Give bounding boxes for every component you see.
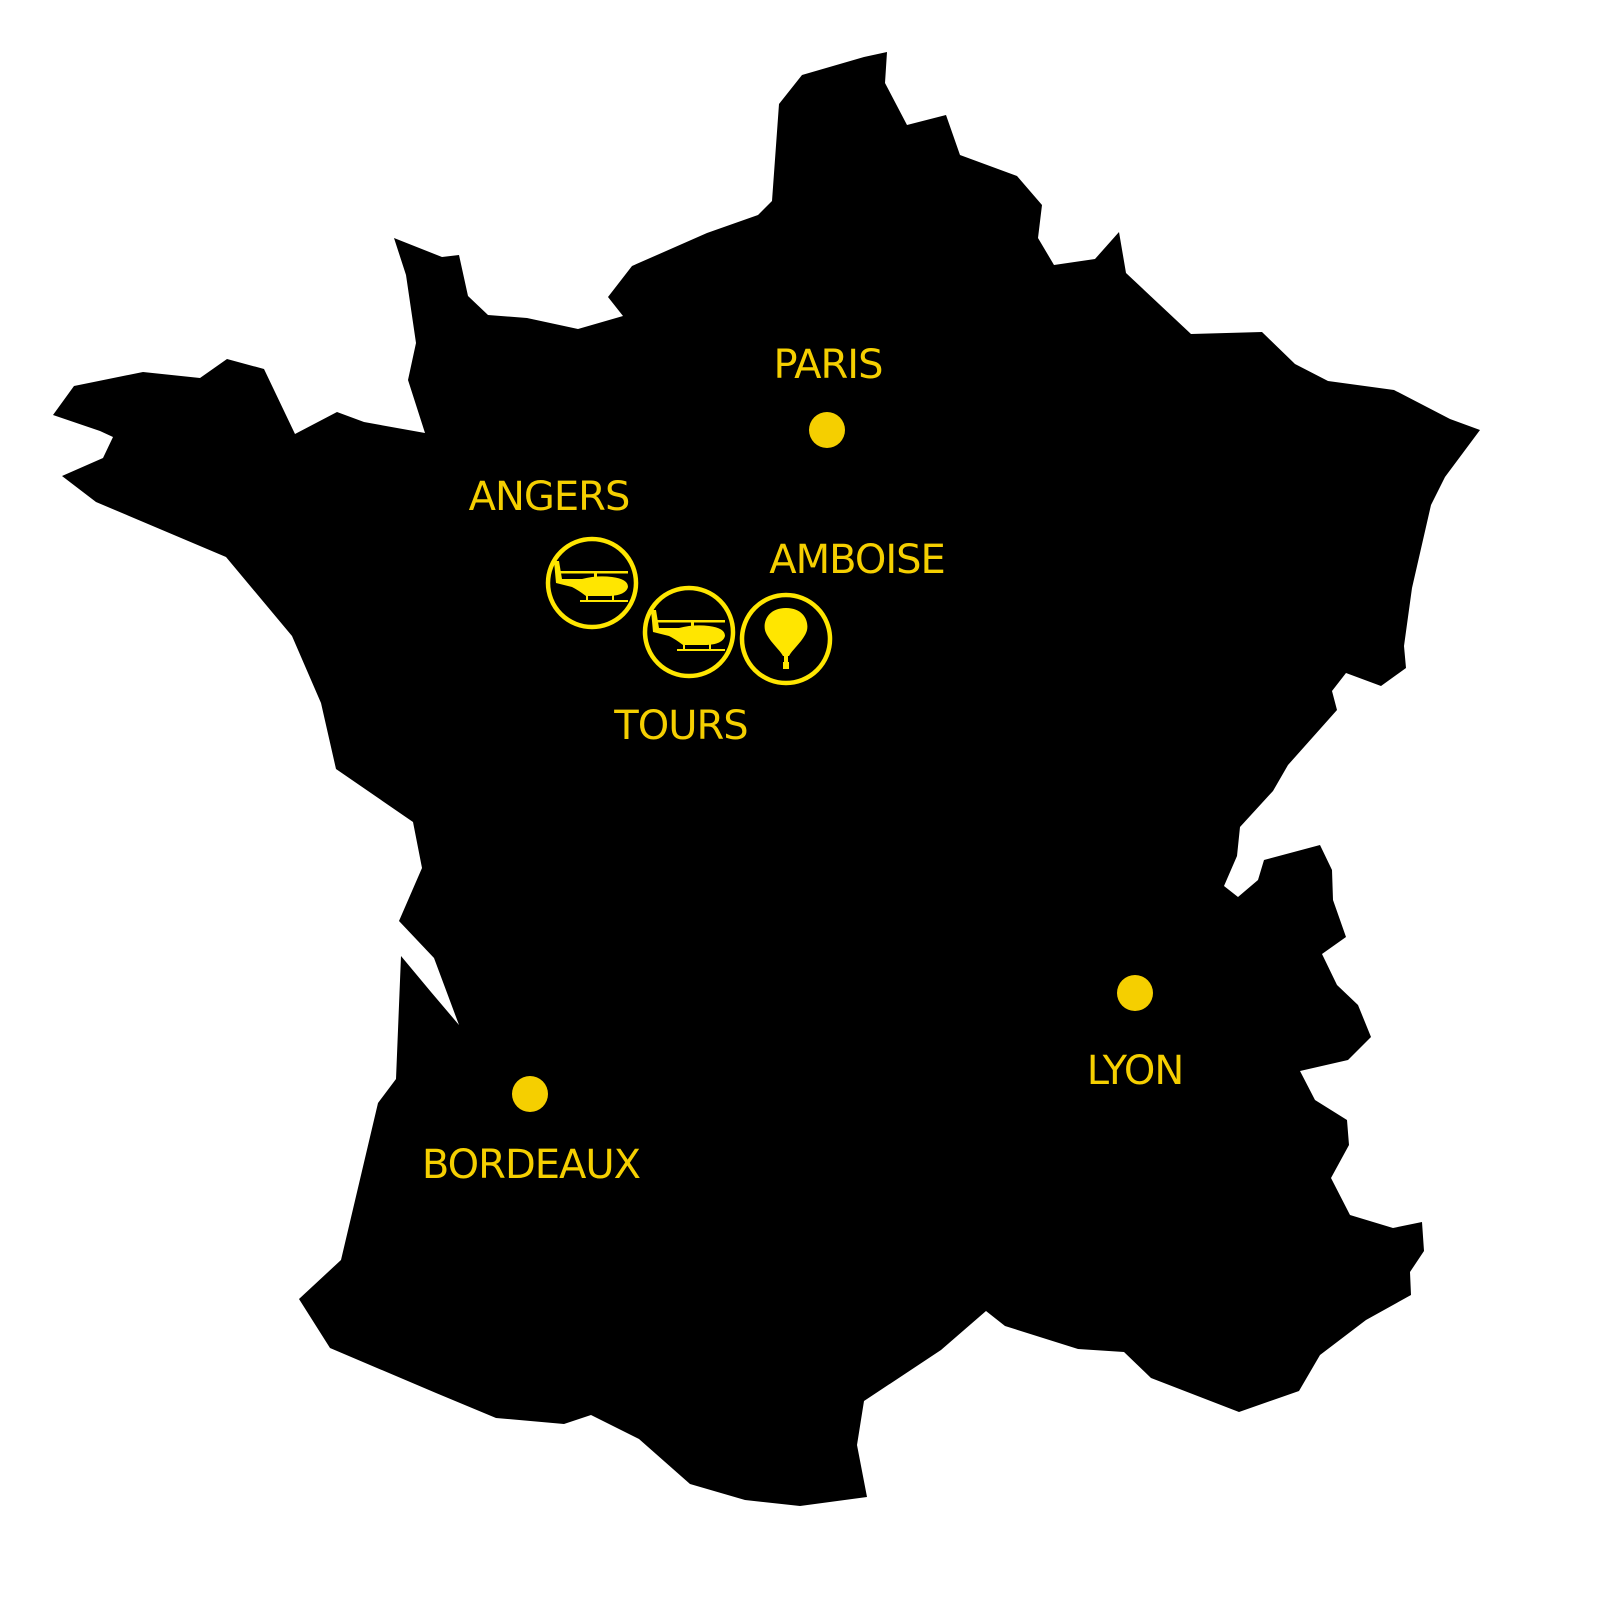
amboise-label: AMBOISE: [769, 537, 945, 583]
amboise-marker[interactable]: [739, 592, 833, 686]
tours-label: TOURS: [613, 703, 747, 749]
lyon-dot[interactable]: [1117, 975, 1153, 1011]
paris-label: PARIS: [774, 342, 883, 388]
bordeaux-dot[interactable]: [512, 1076, 548, 1112]
lyon-label: LYON: [1087, 1048, 1184, 1094]
angers-label: ANGERS: [469, 474, 630, 520]
hot-air-balloon-icon: [764, 608, 808, 669]
tours-marker[interactable]: [642, 585, 736, 679]
bordeaux-label: BORDEAUX: [422, 1142, 641, 1188]
paris-dot[interactable]: [809, 412, 845, 448]
angers-marker[interactable]: [545, 536, 639, 630]
france-landmass: [53, 52, 1480, 1506]
